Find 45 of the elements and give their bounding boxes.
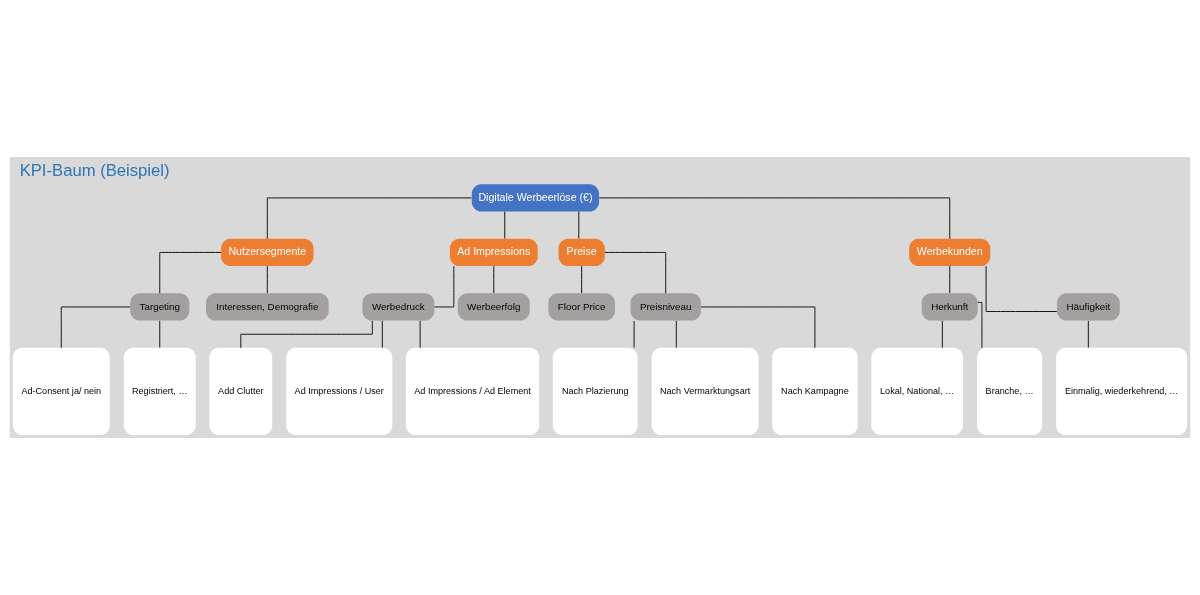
node-box: Branche, … xyxy=(977,347,1043,435)
connector xyxy=(977,301,983,349)
node-box: Nutzersegmente xyxy=(221,238,314,267)
node-box: Targeting xyxy=(130,293,190,321)
connector xyxy=(381,320,383,348)
node-box: Nach Kampagne xyxy=(772,347,858,435)
connector xyxy=(60,306,131,349)
diagram-title: KPI-Baum (Beispiel) xyxy=(19,161,170,181)
node-box: Werbedruck xyxy=(362,293,435,321)
connector xyxy=(266,265,268,294)
node-box: Nach Vermarktungsart xyxy=(651,347,759,435)
node-box: Einmalig, wiederkehrend, … xyxy=(1056,347,1188,435)
node-box: Ad Impressions / Ad Element xyxy=(405,347,540,435)
node-box: Ad Impressions / User xyxy=(286,347,393,435)
node-box: Preise xyxy=(558,238,605,267)
connector xyxy=(1087,320,1089,348)
connector xyxy=(675,320,677,348)
node-box: Registriert, … xyxy=(123,347,196,435)
node-box: Ad Impressions xyxy=(449,238,538,267)
connector xyxy=(578,211,580,239)
node-box: Häufigkeit xyxy=(1056,293,1120,321)
connector xyxy=(604,251,667,294)
connector xyxy=(985,265,1058,312)
node-box: Add Clutter xyxy=(209,347,273,435)
connector xyxy=(700,306,816,349)
node-box: Floor Price xyxy=(548,293,615,321)
node-box: Ad-Consent ja/ nein xyxy=(12,347,110,435)
node-box: Interessen, Demografie xyxy=(205,293,329,321)
connector xyxy=(493,265,495,294)
connector xyxy=(504,211,506,239)
node-box: Werbekunden xyxy=(909,238,991,267)
connector xyxy=(159,251,222,294)
connector xyxy=(266,197,472,240)
node-box: Werbeerfolg xyxy=(457,293,530,321)
node-box: Preisniveau xyxy=(630,293,701,321)
connector xyxy=(941,320,943,348)
connector xyxy=(433,265,455,308)
node-box: Digitale Werbeerlöse (€) xyxy=(471,184,600,212)
node-box: Herkunft xyxy=(921,293,978,321)
connector xyxy=(581,265,583,294)
connector xyxy=(598,197,951,240)
connector xyxy=(159,320,161,348)
node-box: Nach Plazierung xyxy=(552,347,638,435)
connector xyxy=(949,265,951,294)
node-box: Lokal, National, … xyxy=(871,347,963,435)
